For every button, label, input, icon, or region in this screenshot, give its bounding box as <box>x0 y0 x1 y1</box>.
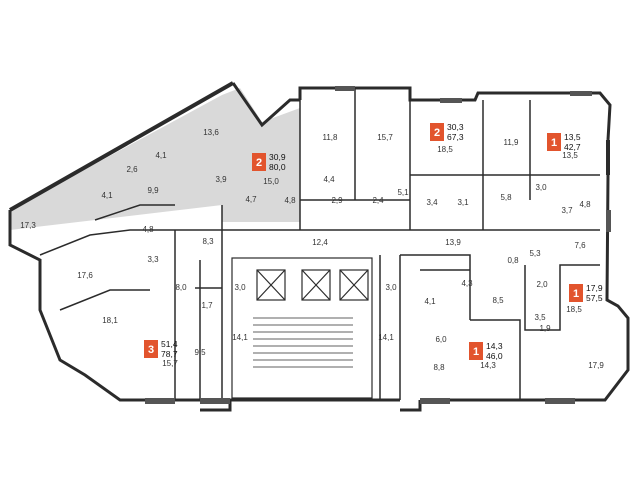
unit-badge[interactable]: 3 51,4 78,7 <box>144 339 178 359</box>
room-area: 1,9 <box>539 324 551 333</box>
room-area: 9,5 <box>194 348 206 357</box>
room-area: 17,3 <box>20 221 36 230</box>
rooms-count: 2 <box>434 127 440 139</box>
room-area: 5,1 <box>397 188 409 197</box>
unit-badge[interactable]: 1 17,9 57,5 <box>569 283 603 303</box>
room-area: 17,6 <box>77 271 93 280</box>
unit-badge[interactable]: 2 30,9 80,0 <box>252 152 286 172</box>
room-area: 3,0 <box>385 283 397 292</box>
room-area: 15,7 <box>162 359 178 368</box>
unit-badge[interactable]: 2 30,3 67,3 <box>430 122 464 142</box>
living-area: 51,4 <box>161 339 178 349</box>
room-area: 8,8 <box>433 363 445 372</box>
room-area: 17,9 <box>588 361 604 370</box>
room-area: 2,6 <box>126 165 138 174</box>
room-area: 4,1 <box>424 297 436 306</box>
room-area: 4,8 <box>579 200 591 209</box>
room-area: 0,8 <box>507 256 519 265</box>
room-area: 14,1 <box>378 333 394 342</box>
living-area: 14,3 <box>486 341 503 351</box>
rooms-count: 1 <box>473 346 479 358</box>
room-area: 5,3 <box>529 249 541 258</box>
room-area: 11,9 <box>504 138 520 147</box>
living-area: 17,9 <box>586 283 603 293</box>
room-area: 3,5 <box>534 313 546 322</box>
room-area: 14,3 <box>480 361 496 370</box>
room-area: 14,1 <box>232 333 248 342</box>
total-area: 42,7 <box>564 142 581 152</box>
room-area: 2,0 <box>536 280 548 289</box>
room-area: 9,9 <box>147 186 159 195</box>
room-area: 4,4 <box>323 175 335 184</box>
room-area: 3,7 <box>561 206 573 215</box>
room-area: 13,9 <box>445 238 461 247</box>
unit-badge[interactable]: 1 14,3 46,0 <box>469 341 503 361</box>
room-area: 4,8 <box>284 196 296 205</box>
living-area: 13,5 <box>564 132 581 142</box>
room-area: 2,4 <box>372 196 384 205</box>
room-area: 5,8 <box>500 193 512 202</box>
room-area: 1,7 <box>201 301 213 310</box>
living-area: 30,3 <box>447 122 464 132</box>
room-area: 3,4 <box>426 198 438 207</box>
living-area: 30,9 <box>269 152 286 162</box>
building-core <box>231 257 373 399</box>
room-area: 3,3 <box>147 255 159 264</box>
room-area: 3,9 <box>215 175 227 184</box>
room-area: 4,3 <box>461 279 473 288</box>
room-area: 3,1 <box>457 198 469 207</box>
rooms-count: 3 <box>148 344 154 356</box>
rooms-count: 1 <box>573 288 579 300</box>
room-area: 4,7 <box>245 195 257 204</box>
room-area: 4,8 <box>142 225 154 234</box>
total-area: 67,3 <box>447 132 464 142</box>
total-area: 46,0 <box>486 351 503 361</box>
room-area: 18,5 <box>566 305 582 314</box>
room-area: 3,0 <box>234 283 246 292</box>
room-area: 4,1 <box>155 151 167 160</box>
rooms-count: 2 <box>256 157 262 169</box>
total-area: 57,5 <box>586 293 603 303</box>
total-area: 78,7 <box>161 349 178 359</box>
room-area: 8,3 <box>202 237 214 246</box>
room-area: 18,5 <box>437 145 453 154</box>
room-area: 12,4 <box>312 238 328 247</box>
room-area: 15,0 <box>263 177 279 186</box>
room-area: 8,5 <box>492 296 504 305</box>
unit-badge[interactable]: 1 13,5 42,7 <box>547 132 581 152</box>
window-ledges <box>145 86 611 404</box>
room-area: 18,1 <box>102 316 118 325</box>
room-areas: 17,3 4,1 2,6 4,1 13,6 9,9 3,9 4,7 15,0 4… <box>20 128 604 372</box>
room-area: 7,6 <box>574 241 586 250</box>
room-area: 15,7 <box>377 133 393 142</box>
room-area: 4,1 <box>101 191 113 200</box>
room-area: 2,9 <box>331 196 343 205</box>
total-area: 80,0 <box>269 162 286 172</box>
room-area: 6,0 <box>435 335 447 344</box>
room-area: 13,5 <box>562 151 578 160</box>
rooms-count: 1 <box>551 137 557 149</box>
room-area: 3,0 <box>535 183 547 192</box>
room-area: 8,0 <box>175 283 187 292</box>
room-area: 13,6 <box>203 128 219 137</box>
room-area: 11,8 <box>323 133 339 142</box>
